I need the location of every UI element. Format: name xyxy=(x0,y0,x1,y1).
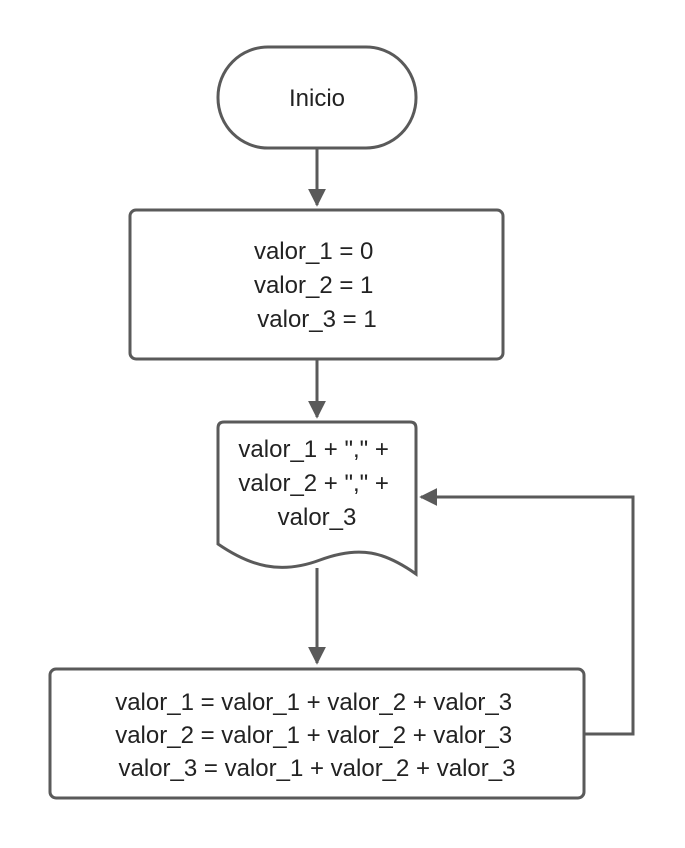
update-node: valor_1 = valor_1 + valor_2 + valor_3 va… xyxy=(48,667,586,800)
output-node-line: valor_3 xyxy=(278,504,357,531)
init-node-line: valor_2 = 1 xyxy=(254,272,373,299)
init-process-shape xyxy=(128,208,505,361)
init-node: valor_1 = 0 valor_2 = 1 valor_3 = 1 xyxy=(128,208,505,361)
update-node-line: valor_3 = valor_1 + valor_2 + valor_3 xyxy=(119,755,516,782)
update-process-shape xyxy=(48,667,586,800)
output-node-line: valor_1 + "," + xyxy=(238,436,388,463)
output-node: valor_1 + "," + valor_2 + "," + valor_3 xyxy=(216,420,418,577)
start-node-line: Inicio xyxy=(289,85,345,112)
update-node-line: valor_2 = valor_1 + valor_2 + valor_3 xyxy=(115,722,512,749)
start-node: Inicio xyxy=(216,45,418,150)
init-node-line: valor_3 = 1 xyxy=(257,306,376,333)
update-node-line: valor_1 = valor_1 + valor_2 + valor_3 xyxy=(115,689,512,716)
init-node-text: valor_1 = 0 valor_2 = 1 valor_3 = 1 xyxy=(254,238,380,333)
update-node-text: valor_1 = valor_1 + valor_2 + valor_3 va… xyxy=(115,689,519,782)
start-terminator-shape xyxy=(216,45,418,150)
edge-update-loop-back-to-output xyxy=(419,488,635,736)
output-node-line: valor_2 + "," + xyxy=(238,470,388,497)
init-node-line: valor_1 = 0 xyxy=(254,238,373,265)
connectors xyxy=(308,148,635,736)
start-node-text: Inicio xyxy=(289,85,345,112)
output-document-shape xyxy=(216,420,418,577)
output-node-text: valor_1 + "," + valor_2 + "," + valor_3 xyxy=(238,436,395,531)
